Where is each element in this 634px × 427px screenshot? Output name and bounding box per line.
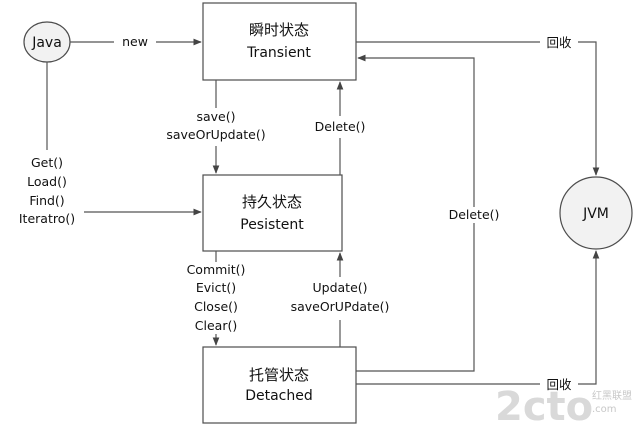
jvm-node: JVM	[559, 176, 633, 250]
edge-detached-to-transient: Delete()	[356, 54, 508, 372]
edge-detached-recycle-line-b	[578, 250, 600, 385]
java-label: Java	[31, 35, 62, 51]
edge-save-label-0: save()	[196, 109, 235, 124]
persistent-subtitle: Pesistent	[240, 217, 304, 233]
persistent-box	[202, 174, 343, 252]
edge-detached-recycle-label: 回收	[546, 377, 572, 392]
persistent-node: 持久状态 Pesistent	[202, 174, 343, 252]
edge-java-label-0: Get()	[31, 155, 63, 170]
edge-java-to-persistent: Get() Load() Find() Iteratro()	[19, 62, 202, 226]
edge-java-label-3: Iteratro()	[19, 211, 75, 226]
persistent-title: 持久状态	[242, 193, 302, 211]
edge-detached-delete-label-bg	[440, 207, 508, 223]
edge-commit-label-1: Evict()	[196, 280, 236, 295]
detached-box	[202, 346, 357, 424]
detached-node: 托管状态 Detached	[202, 346, 357, 424]
edge-new-label-bg	[114, 33, 156, 49]
transient-node: 瞬时状态 Transient	[202, 2, 357, 81]
transient-box	[202, 2, 357, 81]
watermark-suffix: .com	[592, 404, 617, 415]
edge-persistent-to-transient: Delete()	[315, 81, 366, 175]
edge-update-label-1: saveOrUPdate()	[291, 299, 390, 314]
jvm-label: JVM	[582, 206, 609, 222]
detached-title: 托管状态	[249, 366, 309, 384]
edge-detached-delete-label: Delete()	[449, 207, 500, 222]
transient-subtitle: Transient	[246, 45, 311, 61]
watermark-logo: 2cto	[495, 384, 593, 427]
edge-java-label-1: Load()	[27, 174, 67, 189]
edge-transient-recycle: 回收	[356, 35, 600, 176]
edge-transient-to-persistent: save() saveOrUpdate()	[166, 80, 266, 174]
edge-update-label-0: Update()	[312, 280, 367, 295]
edge-persistent-to-detached: Commit() Evict() Close() Clear()	[187, 251, 246, 346]
watermark: 2cto 红黑联盟 .com	[495, 384, 632, 427]
edge-java-label-2: Find()	[29, 193, 64, 208]
edge-detached-to-persistent: Update() saveOrUPdate()	[291, 252, 390, 347]
edge-new: new	[70, 33, 202, 49]
java-node: Java	[23, 21, 71, 63]
edge-new-label: new	[122, 34, 148, 49]
jvm-circle	[559, 176, 633, 250]
edge-transient-recycle-label: 回收	[546, 35, 572, 50]
edge-save-label-1: saveOrUpdate()	[166, 127, 265, 142]
edge-commit-label-3: Clear()	[195, 318, 237, 333]
edge-delete-label: Delete()	[315, 119, 366, 134]
watermark-text: 红黑联盟	[592, 389, 632, 402]
edge-commit-label-0: Commit()	[187, 262, 246, 277]
edge-detached-recycle: 回收	[356, 250, 600, 392]
edge-transient-recycle-line-b	[578, 41, 600, 176]
transient-title: 瞬时状态	[249, 21, 309, 39]
edge-commit-label-2: Close()	[194, 299, 238, 314]
detached-subtitle: Detached	[245, 388, 313, 404]
